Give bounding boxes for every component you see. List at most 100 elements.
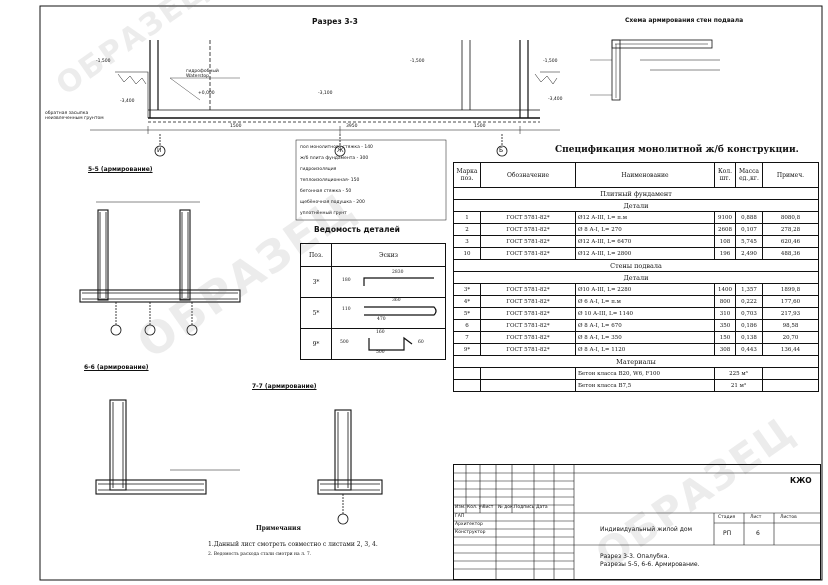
notes-title: Примечания xyxy=(256,525,301,532)
material-qty: 21 м³ xyxy=(714,379,763,392)
layers-legend-frame xyxy=(295,139,447,221)
stamp-stage: РП xyxy=(723,530,732,537)
sketch-dim: 2830 xyxy=(392,270,404,275)
spec-table: Марка поз. Обозначение Наименование Кол.… xyxy=(453,162,819,392)
spec-cell: 108 xyxy=(714,235,736,248)
spec-cell: 0,186 xyxy=(735,319,763,332)
spec-cell: 1400 xyxy=(714,283,736,296)
layer-item: уплотнённый грунт xyxy=(300,211,347,216)
stamp-role: ГАП xyxy=(455,514,465,519)
details-head-pos: Поз. xyxy=(300,243,332,267)
spec-cell: 1,357 xyxy=(735,283,763,296)
spec-head: Масса ед.,кг. xyxy=(735,162,763,188)
spec-cell: 0,443 xyxy=(735,343,763,356)
sketch-graphic xyxy=(368,336,413,351)
spec-cell: 196 xyxy=(714,247,736,260)
spec-cell: ГОСТ 5781-82* xyxy=(480,283,576,296)
spec-cell: Ø12 А-III, L= п.м xyxy=(575,211,715,224)
section-7-7-title: 7-7 (армирование) xyxy=(252,383,317,390)
spec-title: Спецификация монолитной ж/б конструкции. xyxy=(555,145,799,155)
spec-cell: ГОСТ 5781-82* xyxy=(480,343,576,356)
layer-item: щебёночная подушка - 200 xyxy=(300,200,365,205)
spec-cell: 98,58 xyxy=(762,319,819,332)
axis-label: И xyxy=(157,147,162,154)
stamp-sheet-title: Разрез 3-3. Опалубка. Разрезы 5-5, 6-6. … xyxy=(600,553,700,568)
sketch-dim: 500 xyxy=(340,340,349,345)
spec-cell: 2 xyxy=(453,223,481,236)
spec-cell: 150 xyxy=(714,331,736,344)
spec-cell: 0,107 xyxy=(735,223,763,236)
spec-cell: 7 xyxy=(453,331,481,344)
spec-cell: ГОСТ 5781-82* xyxy=(480,331,576,344)
material-qty: 225 м³ xyxy=(714,367,763,380)
spec-head: Примеч. xyxy=(762,162,819,188)
spec-cell: 4* xyxy=(453,295,481,308)
spec-cell: 0,222 xyxy=(735,295,763,308)
spec-head: Наименование xyxy=(575,162,715,188)
spec-cell: 10 xyxy=(453,247,481,260)
section-3-3-graphic xyxy=(90,40,560,157)
table-row: 3* 180 2830 xyxy=(300,266,446,298)
stamp-col-head: № док. xyxy=(498,505,515,510)
spec-cell: 3 xyxy=(453,235,481,248)
wall-scheme-graphic xyxy=(590,39,720,101)
stamp-code: КЖО xyxy=(790,476,812,485)
spec-section-sub: Детали xyxy=(453,199,819,212)
spec-cell: 177,60 xyxy=(762,295,819,308)
sketch-dim: 500 xyxy=(376,350,385,355)
layer-item: ж/б плита фундамента - 300 xyxy=(300,156,369,161)
stamp-sheet-no: 6 xyxy=(756,530,760,537)
stamp-role: Архитектор xyxy=(455,522,483,527)
spec-cell: 3* xyxy=(453,283,481,296)
sketch-dim: 470 xyxy=(377,317,386,322)
spec-cell: 1 xyxy=(453,211,481,224)
spec-cell: 0,138 xyxy=(735,331,763,344)
spec-cell: ГОСТ 5781-82* xyxy=(480,211,576,224)
spec-cell: Ø12 А-III, L= 2800 xyxy=(575,247,715,260)
spec-cell: 2,490 xyxy=(735,247,763,260)
sketch-dim: 180 xyxy=(342,278,351,283)
spec-cell: 308 xyxy=(714,343,736,356)
spec-cell: ГОСТ 5781-82* xyxy=(480,319,576,332)
spec-cell: 620,46 xyxy=(762,235,819,248)
spec-cell: Ø 8 А-I, L= 350 xyxy=(575,331,715,344)
stamp-col-head: Изм. xyxy=(455,505,466,510)
spec-cell: ГОСТ 5781-82* xyxy=(480,223,576,236)
material-name: Бетон класса В7,5 xyxy=(575,379,715,392)
wall-scheme-title: Схема армирования стен подвала xyxy=(625,17,744,24)
sketch-graphic xyxy=(364,306,437,316)
section-6-6-graphic xyxy=(95,399,240,495)
spec-cell: Ø 8 А-I, L= 1120 xyxy=(575,343,715,356)
spec-cell: 310 xyxy=(714,307,736,320)
title-block: Изм. Кол. уч. Лист № док. Подпись Дата Г… xyxy=(453,464,821,580)
spec-cell: 278,28 xyxy=(762,223,819,236)
elevation-label: -3,400 xyxy=(120,99,135,104)
section-5-5-title: 5-5 (армирование) xyxy=(88,166,153,173)
stamp-col-head: Кол. уч. xyxy=(467,505,486,510)
section-7-7-graphic xyxy=(317,409,383,525)
elevation-label: -3,400 xyxy=(548,97,563,102)
details-pos: 3* xyxy=(300,266,332,298)
spec-cell: 800 xyxy=(714,295,736,308)
stamp-col-head: Подпись xyxy=(514,505,535,510)
section-5-5-graphic xyxy=(79,201,241,336)
stamp-col-head: Дата xyxy=(536,505,548,510)
details-table: Поз. Эскиз 3* 180 2830 5* 110 360 470 9* xyxy=(300,243,446,360)
elevation-label: -1,500 xyxy=(543,59,558,64)
axis-label: Б xyxy=(499,147,504,154)
stamp-col-head: Лист xyxy=(482,505,494,510)
spec-cell: 136,44 xyxy=(762,343,819,356)
spec-cell: 9100 xyxy=(714,211,736,224)
sketch-graphic xyxy=(363,277,434,286)
layer-item: гидроизоляция xyxy=(300,167,337,172)
elevation-label: -1,500 xyxy=(410,59,425,64)
note-item: 2. Ведомость расхода стали смотри на л. … xyxy=(208,552,312,557)
